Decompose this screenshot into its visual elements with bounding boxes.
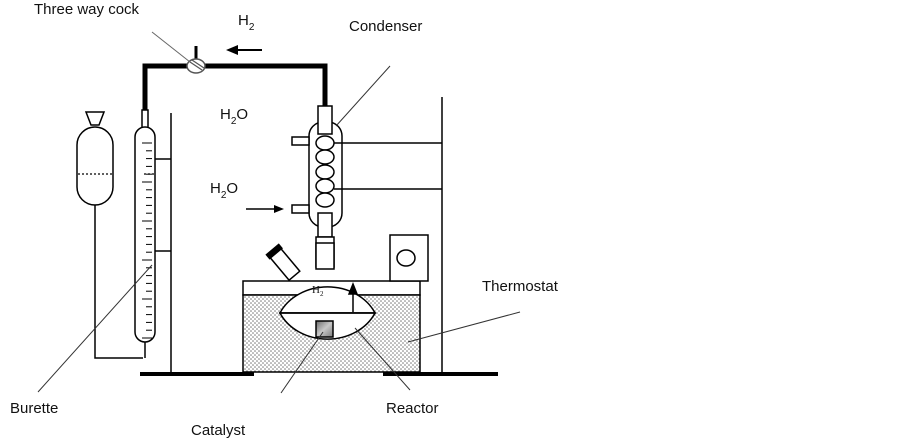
burette bbox=[134, 109, 156, 358]
thermostat-leader bbox=[407, 311, 521, 343]
h2-flow-arrow bbox=[226, 45, 262, 55]
label-catalyst: Catalyst bbox=[191, 422, 246, 439]
reactor-leader bbox=[354, 327, 411, 391]
catalyst-leader bbox=[280, 331, 324, 394]
burette-leader bbox=[37, 264, 153, 393]
water-inlet-arrow bbox=[246, 205, 284, 213]
label-reactor: Reactor bbox=[386, 400, 439, 417]
label-h2-flow: H2 bbox=[238, 12, 255, 33]
catalyst bbox=[315, 320, 334, 338]
gas-line bbox=[142, 46, 328, 132]
condenser-stand bbox=[334, 97, 498, 376]
label-burette: Burette bbox=[10, 400, 58, 417]
three-way-cock-leader bbox=[151, 31, 191, 63]
label-thermostat: Thermostat bbox=[482, 278, 559, 295]
label-h2o-inlet: H2O bbox=[210, 180, 238, 201]
label-three-way-cock: Three way cock bbox=[34, 1, 140, 18]
burette-stand bbox=[140, 113, 254, 376]
three-way-cock-valve[interactable] bbox=[186, 58, 206, 74]
leveling-bulb bbox=[76, 111, 143, 359]
label-h2o-outlet: H2O bbox=[220, 106, 248, 127]
label-h2-flask: H2 bbox=[312, 284, 324, 298]
label-condenser: Condenser bbox=[349, 18, 422, 35]
condenser-leader bbox=[335, 65, 391, 127]
